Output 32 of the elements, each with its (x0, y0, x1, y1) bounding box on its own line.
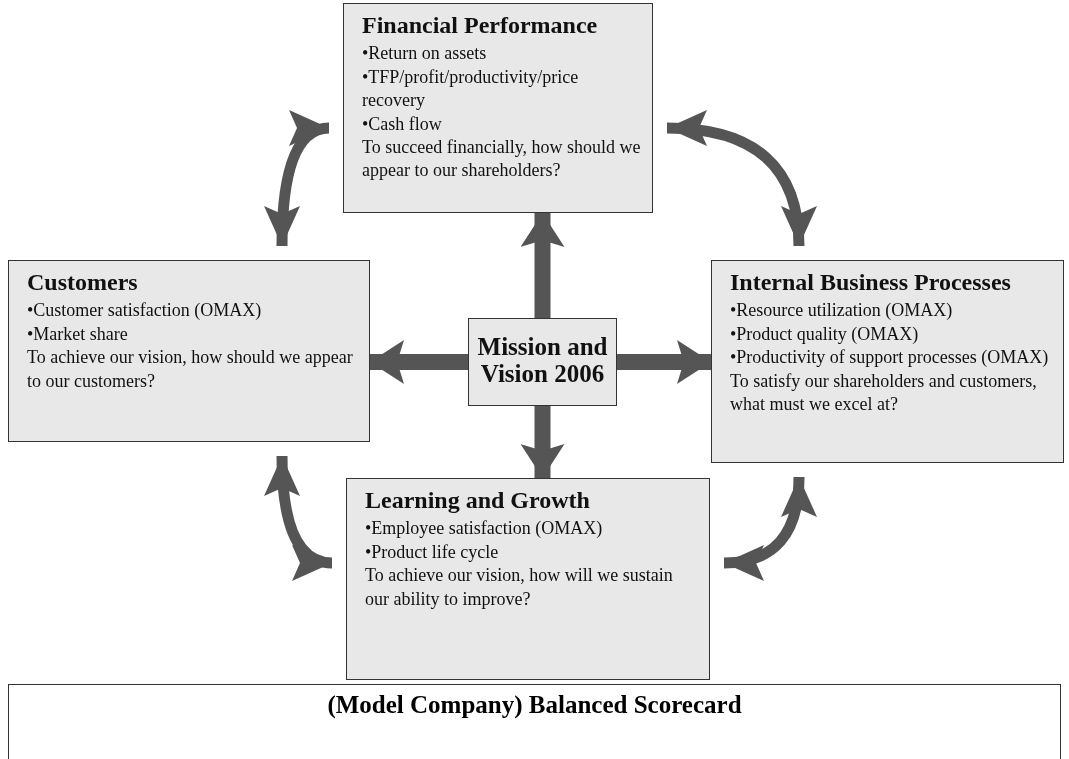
caption: (Model Company) Balanced Scorecard (327, 691, 742, 719)
box-text: To achieve our vision, how should we appear to our customers? (27, 346, 354, 393)
box-heading: Financial Performance (362, 12, 599, 39)
box-text: To satisfy our shareholders and customers, what must we excel at? (730, 369, 1038, 416)
perspective-box (343, 3, 653, 213)
arrow (723, 476, 816, 579)
box-text: To achieve our vision, how will we sustain our ability to improve? (365, 564, 674, 611)
arrow (666, 111, 816, 247)
box-text: •Product quality (OMAX) (730, 322, 920, 346)
arrow (617, 340, 711, 384)
box-heading: Mission and Vision 2006 (476, 332, 609, 388)
box-heading: Learning and Growth (365, 487, 591, 514)
box-text: •Cash flow (362, 112, 443, 136)
box-text: •Customer satisfaction (OMAX) (27, 299, 263, 323)
box-text: •Product life cycle (365, 540, 500, 564)
perspective-box (346, 478, 710, 680)
center-box (468, 318, 617, 406)
perspective-box (8, 260, 370, 442)
arrow (520, 213, 565, 318)
box-text: •TFP/profit/productivity/price recovery (362, 65, 580, 113)
arrow (264, 455, 333, 578)
arrow (370, 340, 468, 384)
perspective-box (711, 260, 1064, 463)
box-heading: Customers (27, 269, 139, 296)
box-text: •Market share (27, 322, 129, 346)
arrow (520, 406, 565, 478)
box-text: •Productivity of support processes (OMAX) (730, 346, 1050, 370)
box-text: To succeed financially, how should we appear to our shareholders? (362, 135, 642, 183)
box-text: •Employee satisfaction (OMAX) (365, 517, 604, 541)
box-heading: Internal Business Processes (730, 269, 1012, 296)
box-text: •Return on assets (362, 42, 488, 66)
box-text: •Resource utilization (OMAX) (730, 299, 954, 323)
